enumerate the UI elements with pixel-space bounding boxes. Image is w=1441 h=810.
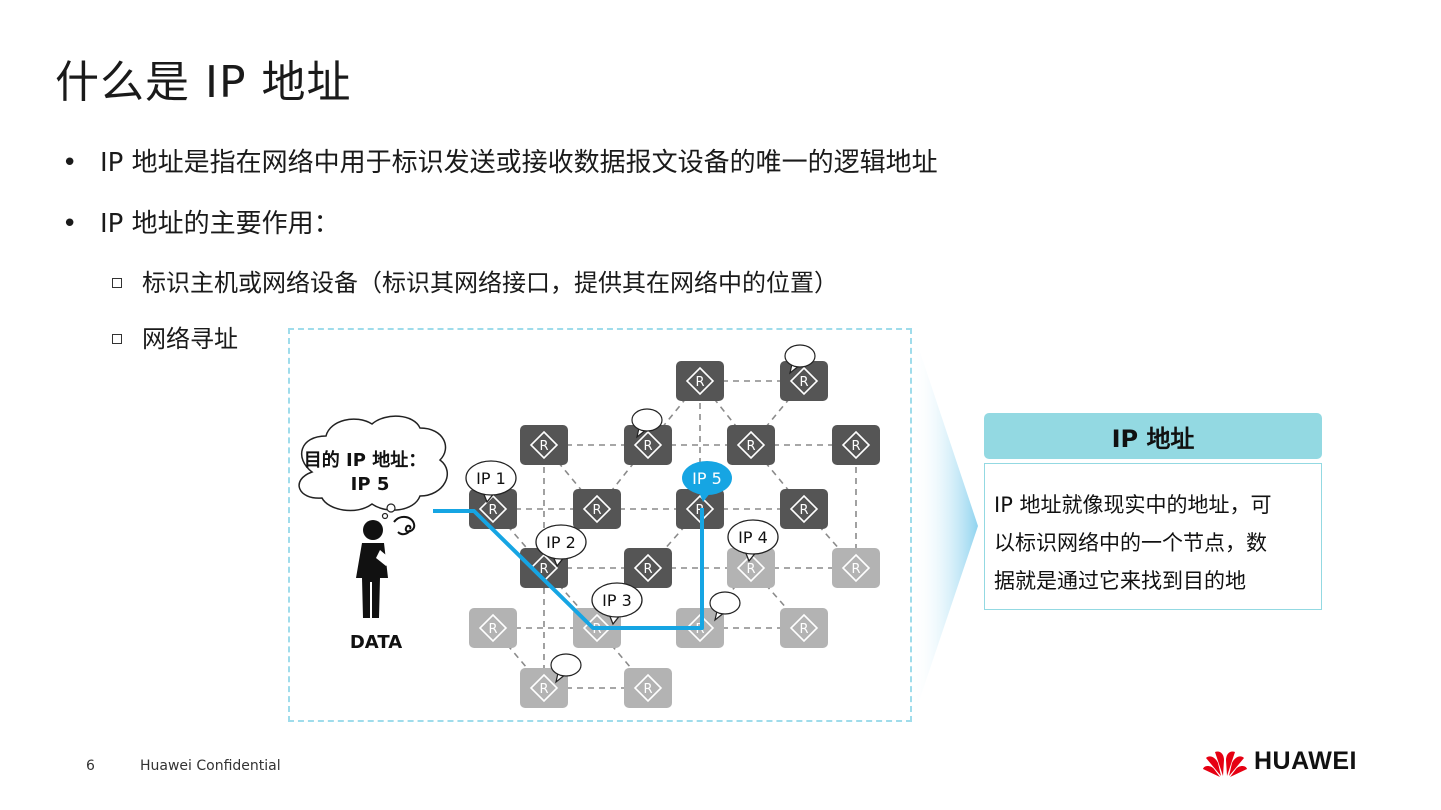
sub-bullet-text: 网络寻址 [142, 325, 238, 353]
bullet-dot-icon: • [62, 209, 78, 239]
bullet-text: IP 地址是指在网络中用于标识发送或接收数据报文设备的唯一的逻辑地址 [100, 148, 938, 178]
page-title: 什么是 IP 地址 [55, 57, 352, 108]
square-bullet-icon [112, 278, 122, 288]
huawei-logo: HUAWEI [1202, 744, 1357, 778]
sub-bullet-item: 标识主机或网络设备（标识其网络接口，提供其在网络中的位置） [112, 267, 838, 299]
info-line: 据就是通过它来找到目的地 [994, 569, 1246, 593]
info-box-heading: IP 地址 [984, 413, 1322, 459]
sub-bullet-item: 网络寻址 [112, 323, 238, 355]
info-line: 以标识网络中的一个节点，数 [994, 531, 1267, 555]
huawei-flower-icon [1203, 751, 1247, 777]
info-box-body: IP 地址就像现实中的地址，可 以标识网络中的一个节点，数 据就是通过它来找到目… [984, 463, 1322, 610]
bullet-text: IP 地址的主要作用： [100, 209, 340, 239]
info-line: IP 地址就像现实中的地址，可 [994, 493, 1272, 517]
bullet-item: • IP 地址的主要作用： [62, 207, 340, 241]
diagram-frame [288, 328, 912, 722]
bullet-item: • IP 地址是指在网络中用于标识发送或接收数据报文设备的唯一的逻辑地址 [62, 146, 938, 180]
bullet-dot-icon: • [62, 148, 78, 178]
page-number: 6 [86, 758, 95, 774]
confidential-label: Huawei Confidential [140, 758, 281, 774]
sub-bullet-text: 标识主机或网络设备（标识其网络接口，提供其在网络中的位置） [142, 269, 838, 297]
zoom-callout-cone [912, 328, 978, 722]
brand-name: HUAWEI [1254, 746, 1357, 775]
square-bullet-icon [112, 334, 122, 344]
